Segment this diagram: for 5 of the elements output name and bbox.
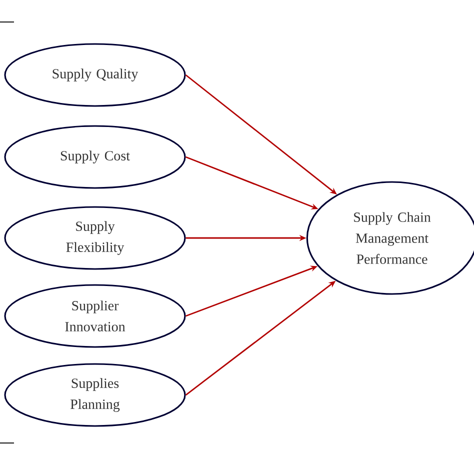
ellipse-node: Supply Quality	[4, 43, 186, 107]
ellipse-node: Supply Flexibility	[4, 206, 186, 270]
ellipse-node: Supplier Innovation	[4, 284, 186, 348]
ellipse-node: Supplies Planning	[4, 363, 186, 427]
ellipse-node: Supply Cost	[4, 125, 186, 189]
